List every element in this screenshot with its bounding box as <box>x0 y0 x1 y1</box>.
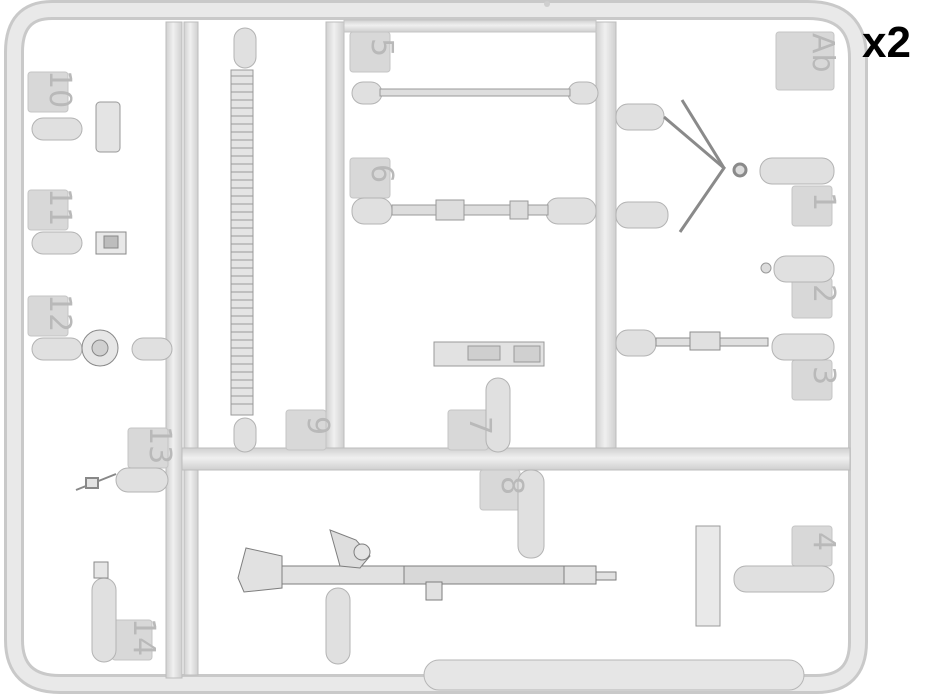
label-part-14: 14 <box>126 618 161 656</box>
label-part-8: 8 <box>494 476 529 495</box>
label-part-1: 1 <box>806 192 841 211</box>
label-part-12: 12 <box>42 294 77 332</box>
part-machine-gun-8 <box>237 529 617 601</box>
label-part-11: 11 <box>42 188 77 226</box>
part-bipod-1 <box>663 99 748 233</box>
label-part-7: 7 <box>462 416 497 435</box>
part-3 <box>655 331 769 351</box>
label-part-2: 2 <box>806 284 841 303</box>
label-part-10: 10 <box>42 70 77 108</box>
label-part-3: 3 <box>806 366 841 385</box>
set-multiplier: x2 <box>862 18 911 67</box>
label-part-4: 4 <box>806 532 841 551</box>
part-14 <box>93 561 109 579</box>
part-12 <box>81 329 119 367</box>
label-part-9: 9 <box>300 416 335 435</box>
part-10 <box>95 101 121 153</box>
part-11 <box>95 231 127 255</box>
part-13 <box>75 473 117 491</box>
part-2 <box>760 262 772 274</box>
label-part-6: 6 <box>364 164 399 183</box>
sprue-code-label: Ab <box>805 33 840 73</box>
part-mount-6 <box>391 199 549 221</box>
label-part-5: 5 <box>364 38 399 57</box>
part-plate-4 <box>695 525 721 627</box>
outer-frame <box>4 0 868 694</box>
part-number-labels: 5 6 7 9 8 Ab 1 2 3 4 10 11 12 13 14 <box>42 33 841 656</box>
part-rod-5 <box>379 88 571 97</box>
label-part-13: 13 <box>142 426 177 464</box>
part-box-7 <box>433 341 545 367</box>
horizontal-runners <box>181 19 851 471</box>
bottom-gate <box>423 659 805 691</box>
sprue-gates <box>31 27 835 665</box>
tiny-dot <box>544 1 550 7</box>
part-spring-belt <box>230 69 254 416</box>
